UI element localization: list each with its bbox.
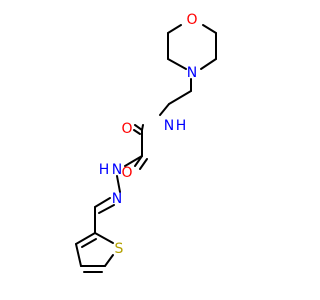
bond-n-c-lower-right — [200, 58, 217, 70]
bond-ch2-ch2 — [168, 90, 192, 105]
hydrazide-hydrogen-label: H — [99, 162, 110, 178]
imine-nitrogen-label: N — [112, 191, 122, 207]
bond-c-o-upper-right — [202, 24, 217, 34]
bond-c2-s — [94, 232, 114, 244]
hydrazone-linkage — [94, 175, 121, 234]
bond-c4-c3 — [75, 243, 82, 267]
morpholine-nitrogen-label: N — [187, 65, 197, 81]
bond-o-c-upper-left — [167, 24, 182, 34]
bond-n-ch-b — [98, 204, 115, 214]
bond-c-n-lower-left — [167, 58, 187, 70]
bond-c1-o1-a — [134, 124, 143, 131]
amide-nitrogen-label: N — [164, 118, 174, 134]
ethyl-linker — [159, 78, 192, 116]
ring-oxygen-label: O — [186, 12, 197, 28]
thiophene-sulfur-label: S — [115, 241, 124, 257]
bond-s-c5 — [104, 254, 114, 267]
bond-nh-n — [116, 175, 121, 193]
bond-c2-o2-b — [139, 158, 148, 170]
bond-ch2-nh — [159, 103, 170, 116]
morpholine-ring — [167, 24, 217, 70]
thiophene-ring — [75, 232, 114, 273]
carbonyl-oxygen-1-label: O — [121, 121, 132, 137]
bond-n-ch-a — [94, 197, 111, 208]
bond-c3-c2-a — [75, 232, 96, 245]
atom-labels: O N N H O O H N N S — [99, 12, 198, 257]
hydrazide-nitrogen-label: N — [112, 162, 122, 178]
bond-c3-c2-b — [81, 238, 97, 248]
amide-hydrogen-label: H — [176, 118, 187, 134]
oxalamide-core — [124, 124, 148, 170]
molecule-structure-diagram: O N N H O O H N N S — [75, 12, 217, 273]
carbonyl-oxygen-2-label: O — [121, 165, 132, 181]
bond-c2-nh — [124, 155, 143, 167]
bond-c1-o1-b — [133, 129, 141, 135]
